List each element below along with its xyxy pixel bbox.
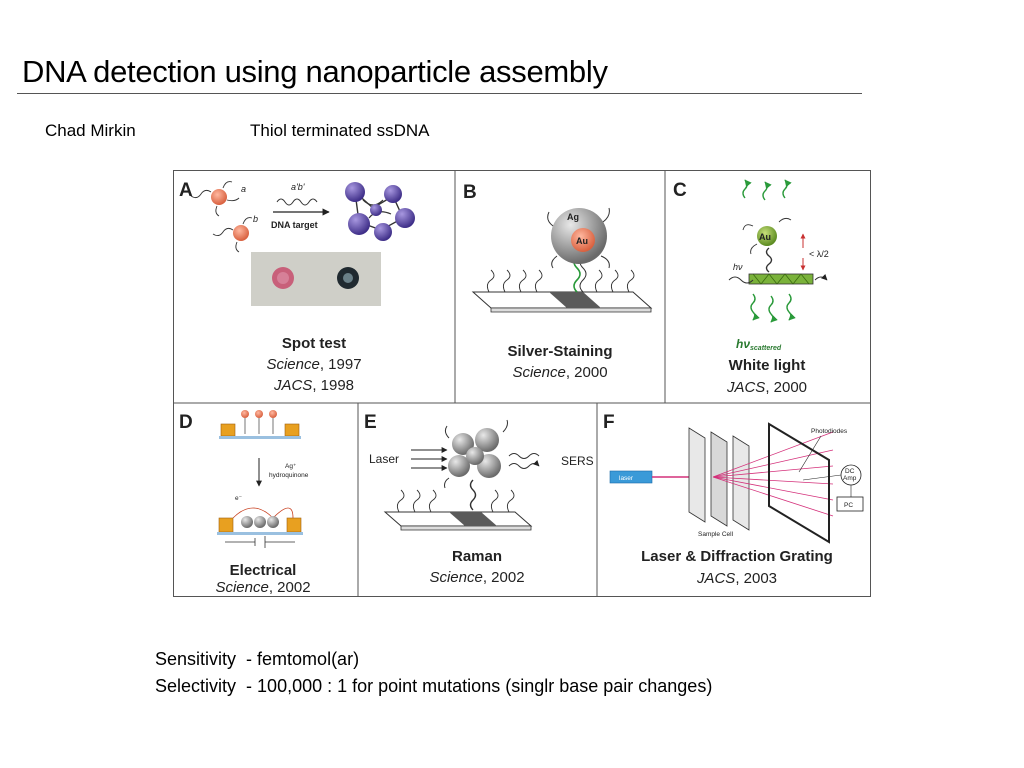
panel-a: A a b a'b' DNA target [179, 180, 415, 394]
svg-text:Ag: Ag [567, 212, 579, 222]
panel-b-letter: B [463, 182, 477, 203]
sensitivity-line: Sensitivity - femtomol(ar) [155, 649, 359, 670]
svg-text:hydroquinone: hydroquinone [269, 472, 309, 479]
panel-d-letter: D [179, 412, 193, 433]
svg-text:JACS, 1998: JACS, 1998 [273, 377, 354, 394]
svg-text:JACS, 2000: JACS, 2000 [726, 379, 807, 396]
panel-d-method: Electrical [230, 562, 297, 579]
panel-b-method: Silver-Staining [507, 343, 612, 360]
svg-text:b: b [253, 214, 258, 224]
panel-c: C Au hν < λ/2 hνscattered White light JA… [673, 179, 829, 396]
selectivity-line: Selectivity - 100,000 : 1 for point muta… [155, 676, 712, 697]
svg-text:hνscattered: hνscattered [736, 337, 782, 352]
author-name: Chad Mirkin [45, 121, 136, 140]
spot-test-photo [251, 252, 381, 306]
svg-text:SERS: SERS [561, 454, 594, 468]
svg-text:a: a [241, 184, 246, 194]
svg-text:Science, 2002: Science, 2002 [215, 579, 310, 596]
svg-text:Au: Au [759, 232, 771, 242]
panel-f-method: Laser & Diffraction Grating [641, 548, 833, 565]
panel-a-letter: A [179, 180, 193, 201]
panel-f: F laser Photodiodes DC Amp PC Sample Cel… [603, 412, 864, 587]
svg-text:laser: laser [619, 475, 634, 482]
svg-text:a'b': a'b' [291, 182, 305, 192]
svg-text:Photodiodes: Photodiodes [811, 428, 848, 435]
silver-cluster [444, 419, 508, 489]
panel-a-method: Spot test [282, 335, 346, 352]
panel-e-letter: E [364, 412, 377, 433]
svg-text:Science, 2000: Science, 2000 [512, 364, 607, 381]
svg-text:PC: PC [844, 502, 853, 509]
svg-text:Ag⁺: Ag⁺ [285, 463, 297, 470]
svg-text:hν: hν [733, 262, 743, 272]
svg-text:Science, 2002: Science, 2002 [429, 569, 524, 586]
sensitivity-label: Sensitivity [155, 649, 237, 669]
svg-text:Science, 1997: Science, 1997 [266, 356, 361, 373]
panel-e-method: Raman [452, 548, 502, 565]
selectivity-value: - 100,000 : 1 for point mutations (singl… [246, 676, 713, 696]
gold-nanoparticle-a: a [190, 181, 246, 217]
gold-core [571, 228, 595, 252]
svg-text:DNA target: DNA target [271, 220, 318, 230]
slide-title: DNA detection using nanoparticle assembl… [22, 54, 608, 89]
svg-text:Au: Au [576, 236, 588, 246]
slide-subtitle: Thiol terminated ssDNA [250, 121, 430, 140]
title-underline [17, 93, 862, 94]
panel-b: B Ag Au Silver-Staining Science, 2000 [463, 182, 653, 381]
nanoparticle-aggregate [345, 182, 415, 241]
selectivity-label: Selectivity [155, 676, 237, 696]
sensitivity-value: - femtomol(ar) [246, 649, 360, 669]
svg-text:DC: DC [845, 468, 855, 475]
svg-text:JACS, 2003: JACS, 2003 [696, 570, 777, 587]
panel-f-letter: F [603, 412, 615, 433]
svg-text:< λ/2: < λ/2 [809, 249, 829, 259]
gold-nanoparticle-b: b [212, 214, 258, 253]
svg-text:Amp: Amp [843, 475, 857, 482]
panel-c-letter: C [673, 180, 687, 201]
panel-e: E Laser SERS Raman Science, 2002 [364, 412, 594, 586]
panel-d: D Ag⁺ hydroquinone e⁻ Electrical Science… [179, 410, 311, 596]
svg-text:Sample Cell: Sample Cell [698, 531, 734, 538]
panel-c-method: White light [729, 357, 806, 374]
detection-methods-figure: A a b a'b' DNA target [173, 170, 871, 597]
svg-text:e⁻: e⁻ [235, 495, 243, 502]
svg-text:Laser: Laser [369, 452, 399, 466]
